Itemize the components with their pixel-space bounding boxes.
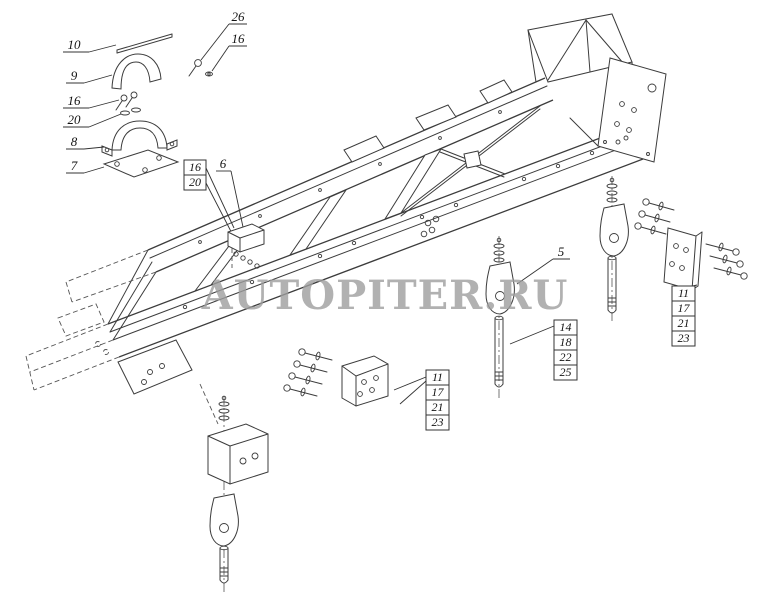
label-table-bottom: 11 17 21 23 xyxy=(393,369,450,431)
table-right-row-23: 23 xyxy=(678,331,690,345)
part-bolts-16 xyxy=(115,91,138,111)
callout-10: 10 xyxy=(68,37,82,52)
rear-crossmember-structure xyxy=(527,13,667,163)
table-right-row-11: 11 xyxy=(678,286,689,300)
part-pin-center xyxy=(494,315,504,388)
part-box-bracket xyxy=(207,423,269,485)
callout-20-mid: 20 xyxy=(189,175,201,189)
part-pin-bottom xyxy=(219,545,229,584)
part-clamp-8 xyxy=(101,120,178,157)
table-bottom-row-21: 21 xyxy=(432,400,444,414)
bolt-fan-lower xyxy=(705,242,748,280)
part-plate-right xyxy=(663,227,703,291)
crossmember xyxy=(288,188,348,257)
frame-drawing xyxy=(25,13,667,425)
part-shackle-right xyxy=(599,203,629,257)
bottom-center-group: 11 17 21 23 xyxy=(283,348,450,431)
part-rod-10 xyxy=(116,33,173,54)
top-left-parts xyxy=(101,33,180,178)
callout-16-mid: 16 xyxy=(189,160,201,174)
part-bracket-6 xyxy=(227,223,265,269)
front-bracket xyxy=(117,339,193,395)
part-bracket-bottom xyxy=(341,355,389,407)
table-center-row-18: 18 xyxy=(560,335,572,349)
callout-5: 5 xyxy=(558,244,565,259)
mid-left-bracket-group: 16 20 6 xyxy=(183,156,265,269)
part-shackle-5 xyxy=(485,261,515,315)
callout-16-top: 16 xyxy=(232,31,246,46)
frame-front-hidden xyxy=(25,249,219,425)
mounting-pad xyxy=(415,104,457,131)
table-center-row-22: 22 xyxy=(560,350,572,364)
part-pin-right xyxy=(607,255,617,314)
callout-8: 8 xyxy=(71,134,78,149)
callout-9: 9 xyxy=(71,68,78,83)
right-hanger-assembly: 11 17 21 23 xyxy=(599,176,748,347)
callout-6: 6 xyxy=(220,156,227,171)
x-brace xyxy=(400,105,541,217)
table-bottom-row-17: 17 xyxy=(432,385,445,399)
table-right-row-21: 21 xyxy=(678,316,690,330)
table-center-row-14: 14 xyxy=(560,320,572,334)
bolt-fan-bottom xyxy=(283,348,333,397)
callout-7: 7 xyxy=(71,158,78,173)
part-washers-20 xyxy=(120,107,141,116)
table-bottom-row-23: 23 xyxy=(432,415,444,429)
bottom-left-hanger-assembly xyxy=(207,395,269,594)
top-left-callouts: 10 9 16 20 8 7 xyxy=(63,37,122,174)
mounting-pad xyxy=(479,79,513,104)
center-hanger-assembly: 5 14 18 22 25 xyxy=(485,236,578,400)
label-table-center: 14 18 22 25 xyxy=(509,319,578,381)
callout-20-topleft: 20 xyxy=(68,112,82,127)
top-middle-fasteners: 26 16 xyxy=(188,9,247,77)
callout-16-topleft: 16 xyxy=(68,93,82,108)
table-bottom-row-11: 11 xyxy=(432,370,443,384)
mounting-pad xyxy=(343,135,385,163)
part-shackle-bottom xyxy=(209,493,239,547)
frame-holes xyxy=(182,110,595,310)
part-saddle-9 xyxy=(111,53,162,90)
watermark-text: AUTOPITER.RU xyxy=(201,272,569,319)
part-plate-7 xyxy=(102,149,180,178)
label-table-right: 11 17 21 23 xyxy=(671,284,698,347)
table-center-row-25: 25 xyxy=(560,365,572,379)
callout-26: 26 xyxy=(232,9,246,24)
bolt-fan-upper xyxy=(634,198,675,235)
table-right-row-17: 17 xyxy=(678,301,691,315)
